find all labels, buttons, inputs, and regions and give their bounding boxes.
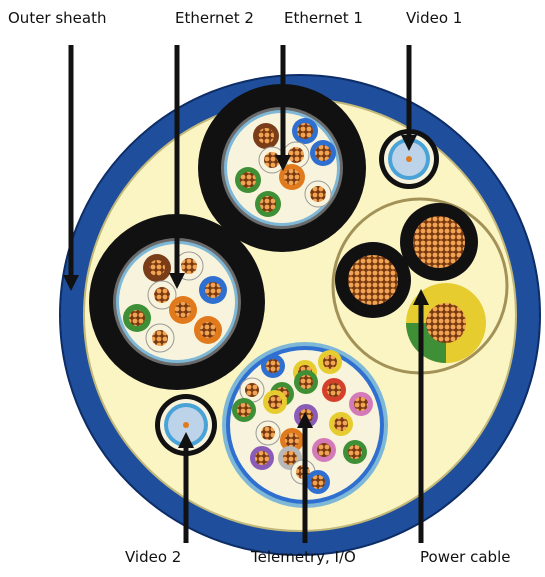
label-outer-sheath: Outer sheath: [8, 9, 107, 27]
video-2-cable: [155, 394, 217, 456]
label-power-cable: Power cable: [420, 548, 511, 566]
label-ethernet-2: Ethernet 2: [175, 9, 254, 27]
ethernet-2-cable: [89, 214, 265, 390]
label-video-1: Video 1: [406, 9, 463, 27]
label-ethernet-1: Ethernet 1: [284, 9, 363, 27]
label-telemetry-io: Telemetry, I/O: [251, 548, 356, 566]
video-1-cable: [379, 129, 439, 189]
label-video-2: Video 2: [125, 548, 182, 566]
power-cable: [331, 197, 509, 375]
